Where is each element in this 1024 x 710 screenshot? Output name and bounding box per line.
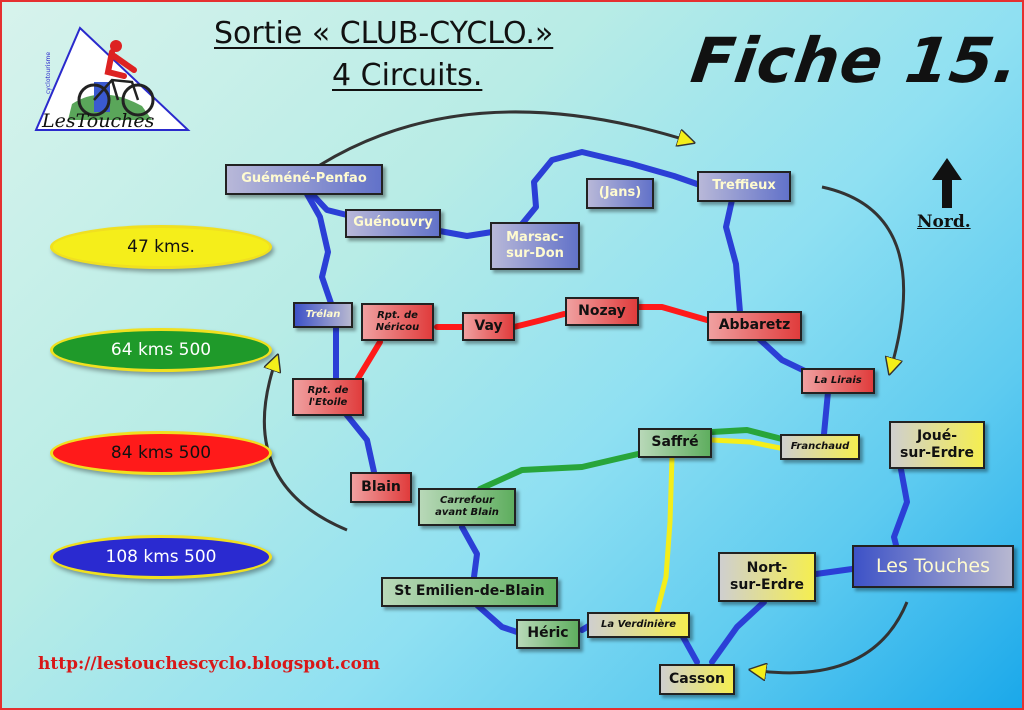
road-stemilien-heric: [474, 602, 520, 635]
road-abbaretz-lirais: [754, 334, 810, 375]
place-guenouvry: Guénouvry: [345, 209, 441, 238]
road-nort-casson: [709, 599, 767, 665]
legend-64km: 64 kms 500: [50, 328, 272, 372]
legend-label: 64 kms 500: [110, 340, 212, 360]
website-link[interactable]: http://lestouchescyclo.blogspot.com: [38, 654, 380, 674]
road-saffre-verdiniere: [654, 454, 675, 615]
place-les-touches: Les Touches: [852, 545, 1014, 588]
road-vay-nozay: [511, 311, 567, 330]
place-marsac-sur-don: Marsac- sur-Don: [490, 222, 580, 270]
place-trelan: Trélan: [293, 302, 353, 328]
blue-routes: [304, 149, 910, 665]
legend-label: 108 kms 500: [105, 547, 217, 567]
place-rpt-etoile: Rpt. de l'Etoile: [292, 378, 364, 416]
place-franchaud: Franchaud: [780, 434, 860, 460]
road-guemene-trelan: [304, 191, 337, 315]
logo-wheel-front: [121, 83, 155, 117]
logo-wheel-rear: [77, 83, 111, 117]
place-joue-sur-erdre: Joué- sur-Erdre: [889, 421, 985, 469]
road-saffre-franchaud: [709, 427, 785, 442]
place-abbaretz: Abbaretz: [707, 311, 802, 341]
sheet-number: Fiche 15.: [686, 24, 1024, 97]
road-lirais-franchaud: [821, 389, 831, 437]
place-la-lirais: La Lirais: [801, 368, 875, 394]
place-carrefour-avant-blain: Carrefour avant Blain: [418, 488, 516, 526]
red-routes: [354, 304, 710, 383]
logo-cyclist-head: [110, 40, 122, 52]
place-rpt-nericou: Rpt. de Néricou: [361, 303, 434, 341]
place-saffre: Saffré: [638, 428, 712, 458]
road-saffre-franchaud-y: [709, 437, 783, 451]
road-treffieux-abbaretz: [723, 197, 743, 315]
place-nort-sur-erdre: Nort- sur-Erdre: [718, 552, 816, 602]
place-guemene-penfao: Guéméné-Penfao: [225, 164, 383, 195]
road-verdiniere-casson: [679, 632, 700, 665]
legend-47km: 47 kms.: [50, 225, 272, 269]
logo-cyclist-body: [104, 49, 137, 79]
logo-text: LesTouches: [41, 110, 155, 132]
direction-arrow-east: [821, 185, 906, 372]
road-guemene-guenouvry: [309, 191, 350, 218]
place-blain: Blain: [350, 472, 412, 503]
yellow-routes: [654, 437, 783, 615]
logo-bike-frame: [93, 78, 140, 101]
direction-arrow-west: [263, 357, 348, 532]
place-la-verdiniere: La Verdinière: [587, 612, 690, 638]
logo-small-text: cyclotourisme: [45, 52, 52, 94]
legend-108km: 108 kms 500: [50, 535, 272, 579]
place-vay: Vay: [462, 312, 515, 341]
road-guenouvry-marsac: [431, 227, 495, 239]
legend-label: 47 kms.: [127, 237, 195, 257]
title-line-2: 4 Circuits.: [332, 58, 483, 93]
road-joue-touches: [891, 461, 910, 552]
title-line-1: Sortie « CLUB-CYCLO.»: [214, 16, 554, 51]
road-nozay-abbaretz: [627, 304, 710, 323]
place-nozay: Nozay: [565, 297, 639, 326]
club-logo: cyclotourisme LesTouches: [34, 26, 191, 132]
road-touches-nort: [813, 566, 855, 577]
legend-label: 84 kms 500: [110, 443, 212, 463]
place-heric: Héric: [516, 619, 580, 649]
place-casson: Casson: [659, 664, 735, 695]
legend-84km: 84 kms 500: [50, 431, 272, 475]
green-routes: [477, 427, 785, 492]
road-carrefour-stemilien: [459, 524, 480, 580]
place-treffieux: Treffieux: [697, 171, 791, 202]
road-marsac-treffieux: [519, 149, 700, 227]
direction-arrow-north: [319, 110, 692, 167]
direction-arrow-south: [752, 601, 909, 673]
place-jans: (Jans): [586, 178, 654, 209]
road-etoile-blain: [343, 411, 377, 475]
north-label: Nord.: [917, 212, 971, 232]
road-carrefour-saffre: [477, 451, 641, 492]
road-etoile-nericou: [354, 339, 383, 383]
place-st-emilien-de-blain: St Emilien-de-Blain: [381, 577, 558, 607]
north-arrow-icon: [932, 158, 962, 208]
